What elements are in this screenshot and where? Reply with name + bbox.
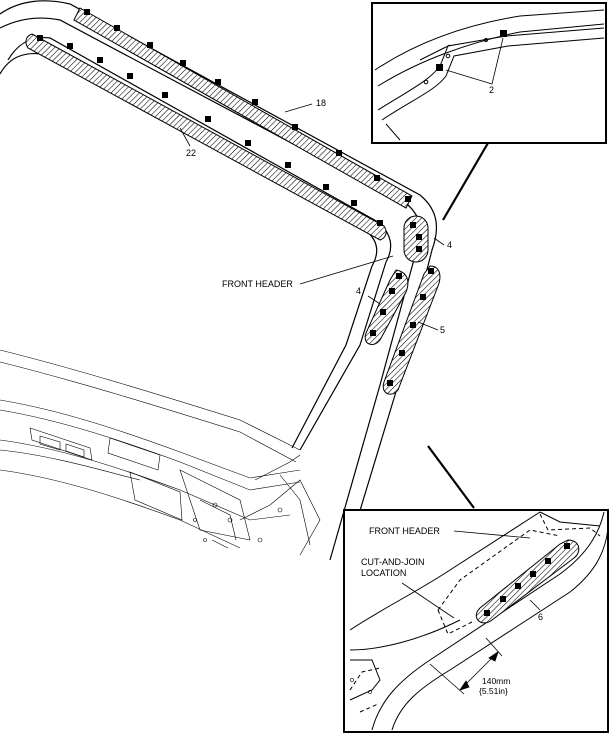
callout-6: 6 — [538, 612, 544, 622]
leader-lines — [179, 103, 489, 509]
weld-points-18 — [84, 9, 411, 202]
inset-bottom-detail — [343, 509, 609, 733]
dimension-in: {5.51in} — [479, 686, 508, 696]
weld-points-22 — [37, 35, 383, 226]
strip-22 — [25, 33, 387, 241]
weld-points-4-upper — [410, 222, 422, 252]
cut-join-label-line1: CUT-AND-JOIN — [361, 557, 425, 567]
callout-22: 22 — [186, 148, 197, 158]
callout-18: 18 — [316, 98, 327, 108]
inset-front-header-label: FRONT HEADER — [369, 526, 440, 536]
callout-4-lower: 4 — [356, 286, 362, 296]
strip-4-lower — [364, 269, 409, 345]
strip-18 — [73, 7, 413, 209]
weld-points-6 — [484, 543, 570, 616]
inset-top-detail — [371, 2, 607, 144]
front-header-label: FRONT HEADER — [222, 279, 293, 289]
callout-5: 5 — [440, 325, 446, 335]
weld-points-5 — [387, 268, 434, 386]
weld-points-4-lower — [370, 273, 402, 336]
dimension-mm: 140mm — [482, 676, 511, 686]
callout-4-upper: 4 — [447, 240, 453, 250]
strip-6 — [475, 539, 580, 624]
cut-join-label-line2: LOCATION — [361, 568, 407, 578]
dimension-140mm — [429, 637, 503, 695]
callout-2: 2 — [489, 85, 495, 95]
cowl-structure — [0, 349, 321, 556]
